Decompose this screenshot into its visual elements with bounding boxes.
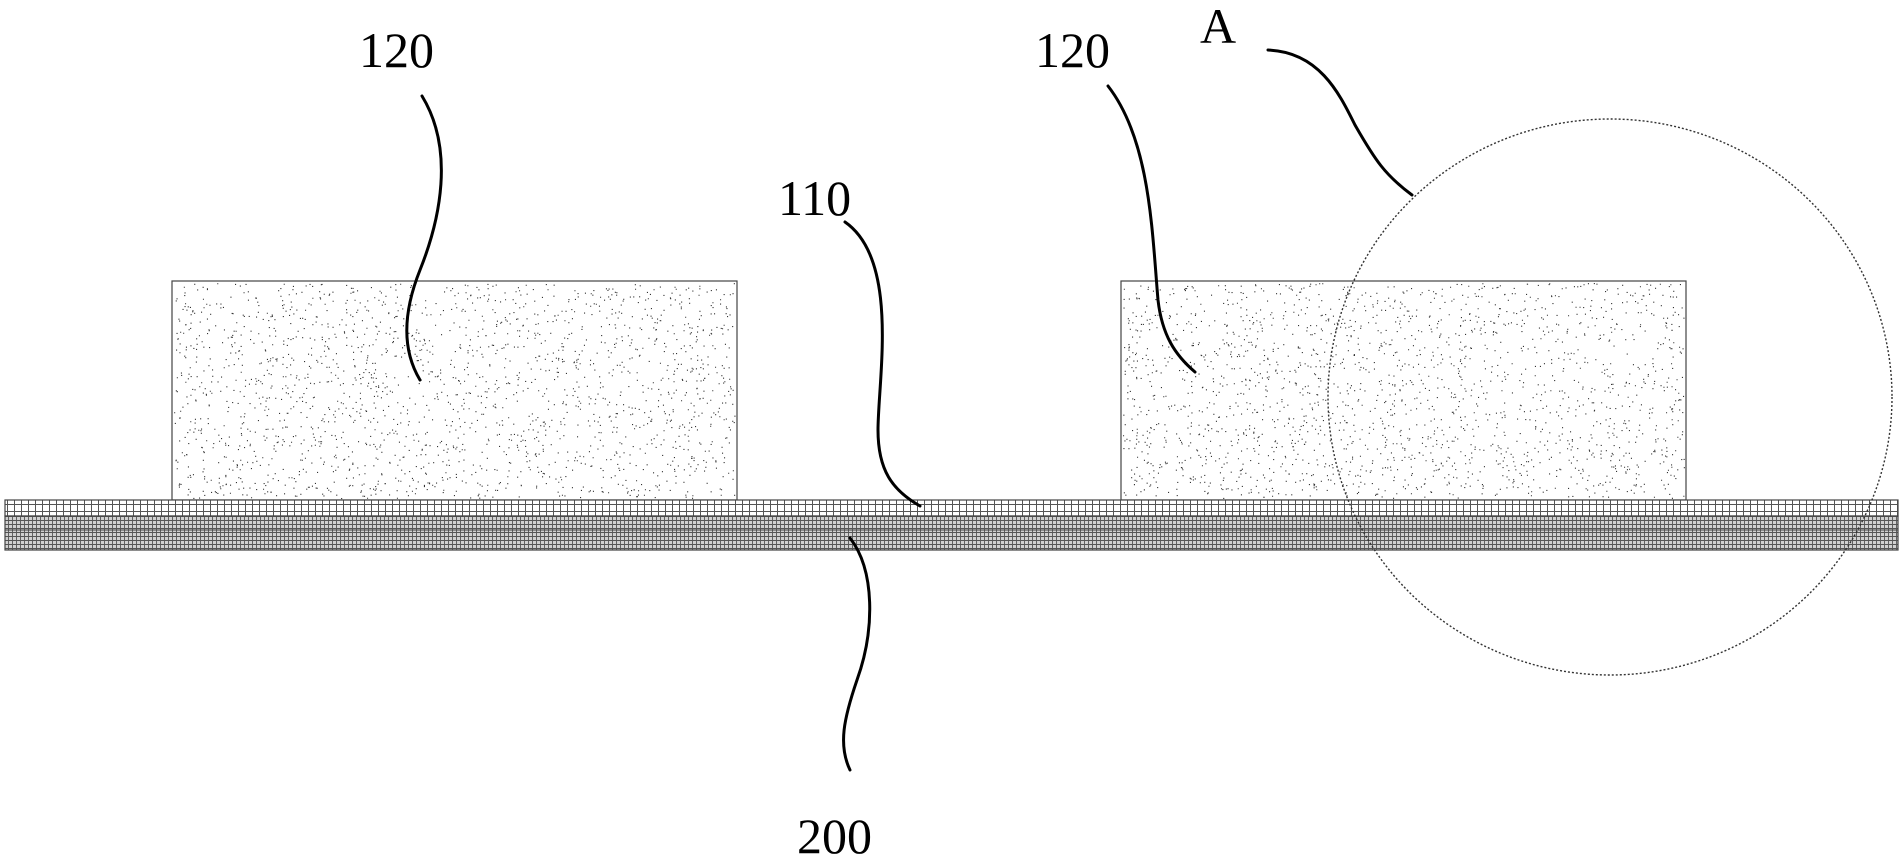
leader-line-110	[843, 220, 922, 508]
detail-circle-a	[1327, 118, 1893, 676]
block-120-left	[171, 280, 738, 501]
leader-line-a	[1266, 48, 1414, 197]
label-120-right: 120	[1035, 22, 1110, 78]
block-120-right	[1120, 280, 1687, 501]
leader-line-120-left	[405, 94, 443, 382]
leader-line-200	[842, 536, 872, 772]
leader-line-120-right	[1106, 84, 1197, 374]
label-110: 110	[778, 170, 851, 226]
substrate-200	[4, 515, 1899, 551]
layer-110	[4, 499, 1899, 517]
label-200: 200	[797, 808, 872, 862]
label-120-left: 120	[359, 22, 434, 78]
label-a: A	[1200, 0, 1236, 54]
block-right-stipple	[1123, 283, 1685, 499]
